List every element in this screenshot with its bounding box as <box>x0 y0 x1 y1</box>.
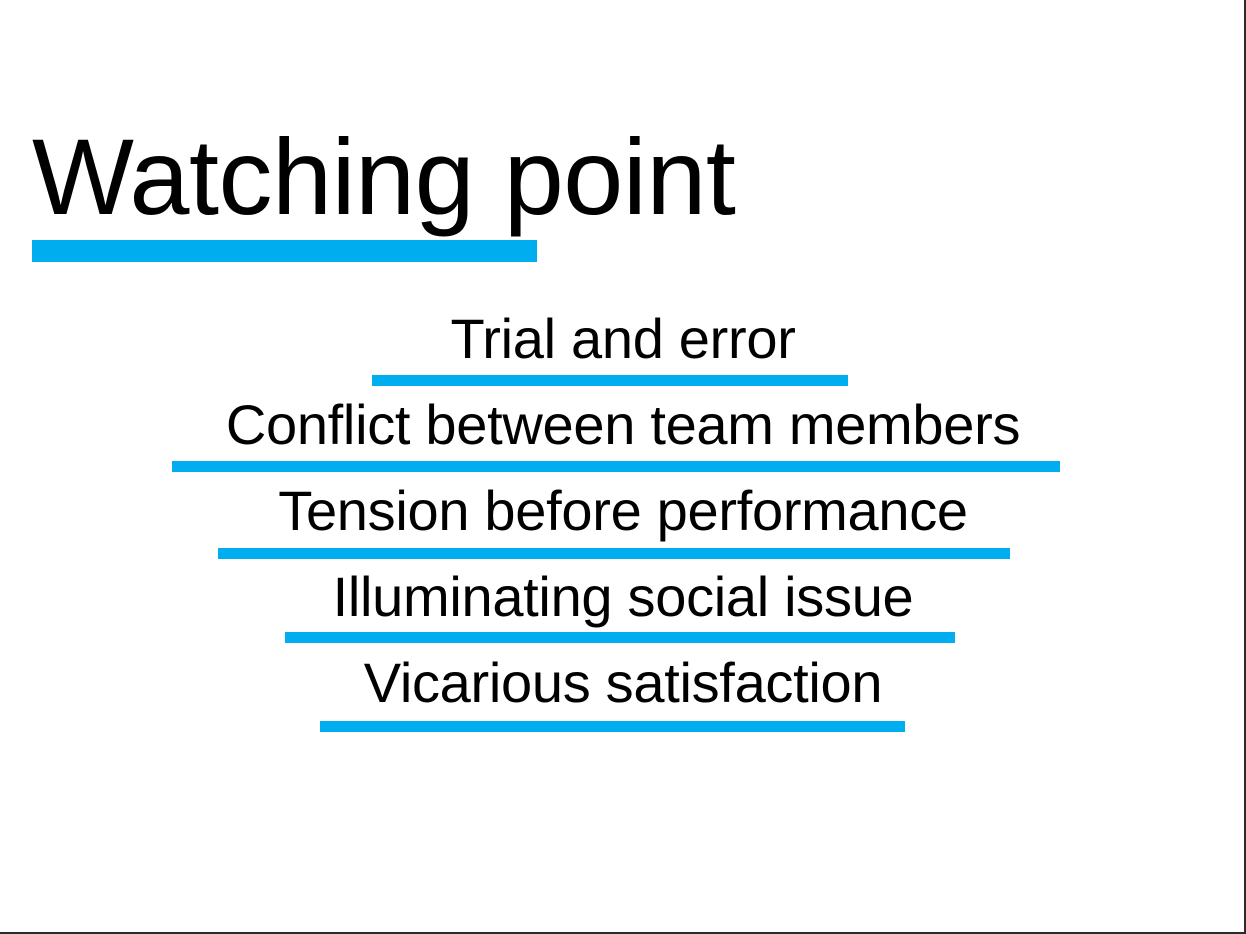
list-item-label: Illuminating social issue <box>332 565 914 628</box>
list-item: Illuminating social issue <box>0 563 1244 649</box>
list-item-accent-rule <box>320 721 905 732</box>
bullet-list: Trial and error Conflict between team me… <box>0 305 1244 745</box>
list-item-label: Trial and error <box>450 307 796 370</box>
list-item: Tension before performance <box>0 477 1244 563</box>
list-item-label: Conflict between team members <box>225 393 1021 456</box>
list-item: Trial and error <box>0 305 1244 391</box>
page-title: Watching point <box>32 116 736 237</box>
list-item-label: Tension before performance <box>278 479 968 542</box>
title-block: Watching point <box>30 118 790 268</box>
list-item-accent-rule <box>218 548 1010 559</box>
list-item-label: Vicarious satisfaction <box>363 651 883 714</box>
list-item-accent-rule <box>172 461 1060 472</box>
list-item: Conflict between team members <box>0 391 1244 477</box>
list-item-accent-rule <box>372 375 848 386</box>
list-item: Vicarious satisfaction <box>0 649 1244 735</box>
title-accent-rule <box>32 240 537 262</box>
list-item-accent-rule <box>285 632 955 643</box>
